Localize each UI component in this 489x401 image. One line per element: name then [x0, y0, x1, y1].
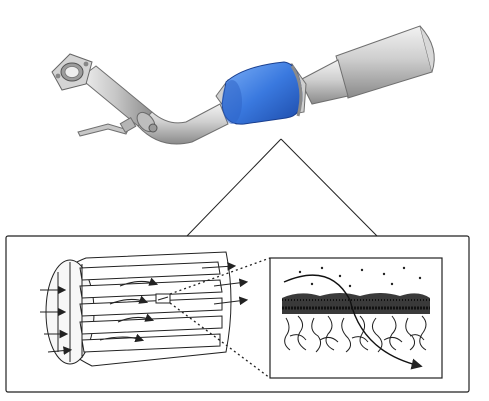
detail-panel: [5, 235, 470, 393]
exhaust-downpipe: [77, 65, 229, 145]
flow-arrows: [40, 262, 249, 355]
washcoat-flow-arrow: [283, 274, 423, 370]
catalytic-converter: [215, 61, 307, 125]
callout-lines: [185, 138, 379, 238]
washcoat-microscope-view: [269, 257, 443, 379]
catalyst-layer: [282, 293, 430, 314]
substrate-cutaway: [45, 251, 232, 367]
exhaust-manifold-flange: [51, 53, 93, 91]
magnify-lines: [169, 257, 271, 379]
muffler-pipe: [299, 25, 435, 105]
exhaust-assembly: [51, 25, 435, 145]
gas-particles: [298, 266, 422, 288]
porous-substrate: [284, 315, 427, 353]
